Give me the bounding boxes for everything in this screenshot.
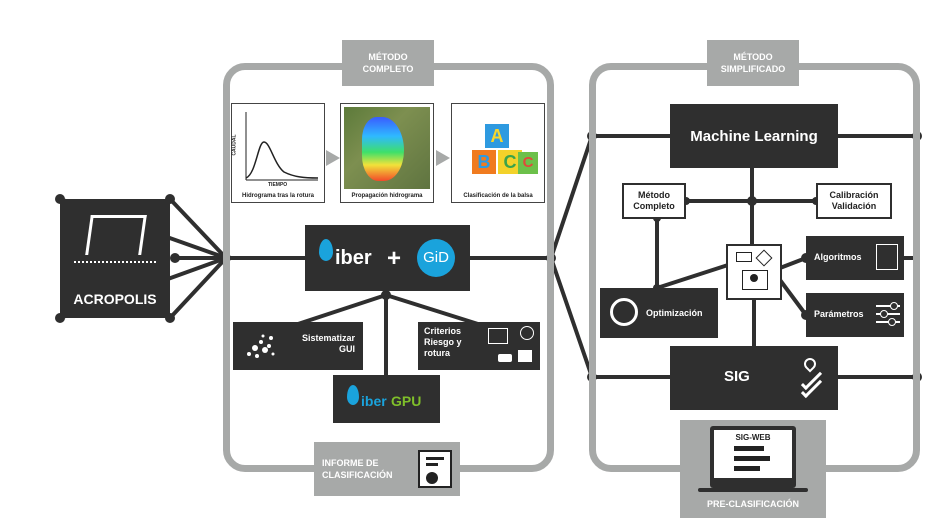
ibergpu-logo-b: GPU xyxy=(391,393,422,409)
simplified-method-tag: MÉTODO SIMPLIFICADO xyxy=(707,40,799,86)
ibergpu-drop-icon xyxy=(347,385,359,405)
person-car-icon xyxy=(498,354,512,362)
algorithm-flowchart-icon xyxy=(726,244,782,300)
block-a: A xyxy=(485,124,509,148)
parametros-label: Parámetros xyxy=(814,309,864,319)
acropolis-label: ACROPOLIS xyxy=(73,291,157,307)
hydrograph-thumbnail: CAUDAL TIEMPO Hidrograma tras la rotura xyxy=(231,103,325,203)
parametros-box: Parámetros xyxy=(806,293,904,337)
plus-sign: + xyxy=(387,245,402,272)
hydrograph-xlabel: TIEMPO xyxy=(268,182,288,188)
block-b: B xyxy=(472,150,496,174)
sliders-icon xyxy=(876,301,900,327)
preclasificacion-tag: SIG-WEB PRE-CLASIFICACIÓN xyxy=(680,420,826,518)
wave-icon xyxy=(74,261,156,267)
layers-icon xyxy=(798,355,823,399)
gauge-icon xyxy=(610,298,638,326)
informe-tag: INFORME DE CLASIFICACIÓN xyxy=(314,442,460,496)
criterios-box: Criterios Riesgo y rotura xyxy=(418,322,540,370)
algoritmos-label: Algoritmos xyxy=(814,252,862,262)
calibracion-box: Calibración Validación xyxy=(816,183,892,219)
dam-icon xyxy=(488,328,508,344)
hydrograph-ylabel: CAUDAL xyxy=(231,134,238,156)
iber-logo: iber xyxy=(335,247,372,269)
sistematizar-label: Sistematizar GUI xyxy=(301,333,355,354)
sig-box: SIG xyxy=(670,346,838,410)
report-icon xyxy=(418,450,452,488)
algoritmos-box: Algoritmos xyxy=(806,236,904,280)
preclasificacion-label: PRE-CLASIFICACIÓN xyxy=(707,499,799,509)
propagation-thumbnail: Propagación hidrograma xyxy=(340,103,434,203)
optimizacion-label: Optimización xyxy=(646,308,703,318)
sig-label: SIG xyxy=(724,368,750,385)
sigweb-label: SIG-WEB xyxy=(735,433,771,442)
flowchart-icon xyxy=(876,244,898,270)
iber-drop-icon xyxy=(319,239,333,261)
informe-label: INFORME DE CLASIFICACIÓN xyxy=(322,458,393,480)
machine-learning-box: Machine Learning xyxy=(670,104,838,168)
complete-method-tag: MÉTODO COMPLETO xyxy=(342,40,434,86)
satellite-map-image xyxy=(344,107,430,189)
globe-icon xyxy=(520,326,534,340)
optimizacion-box: Optimización xyxy=(600,288,718,338)
classification-thumbnail: A B C C Clasificación de la balsa xyxy=(451,103,545,203)
propagation-caption: Propagación hidrograma xyxy=(351,193,423,199)
house-icon xyxy=(518,350,532,362)
ibergpu-box: iber GPU xyxy=(333,375,440,423)
arrow-icon xyxy=(436,150,450,166)
metodo-completo-box: Método Completo xyxy=(622,183,686,219)
acropolis-box: ACROPOLIS xyxy=(60,199,170,318)
sistematizar-box: Sistematizar GUI xyxy=(233,322,363,370)
laptop-icon: SIG-WEB xyxy=(710,426,796,488)
block-c2: C xyxy=(518,152,538,174)
ibergpu-logo-a: iber xyxy=(361,393,387,409)
gid-logo: GiD xyxy=(417,239,455,277)
arrow-icon xyxy=(326,150,340,166)
criterios-label: Criterios Riesgo y rotura xyxy=(424,326,462,358)
hydrograph-caption: Hidrograma tras la rotura xyxy=(241,193,315,199)
iber-gid-box: iber + GiD xyxy=(305,225,470,291)
scatter-icon xyxy=(243,330,279,362)
classification-caption: Clasificación de la balsa xyxy=(463,193,533,199)
dam-outline-icon xyxy=(85,215,147,255)
